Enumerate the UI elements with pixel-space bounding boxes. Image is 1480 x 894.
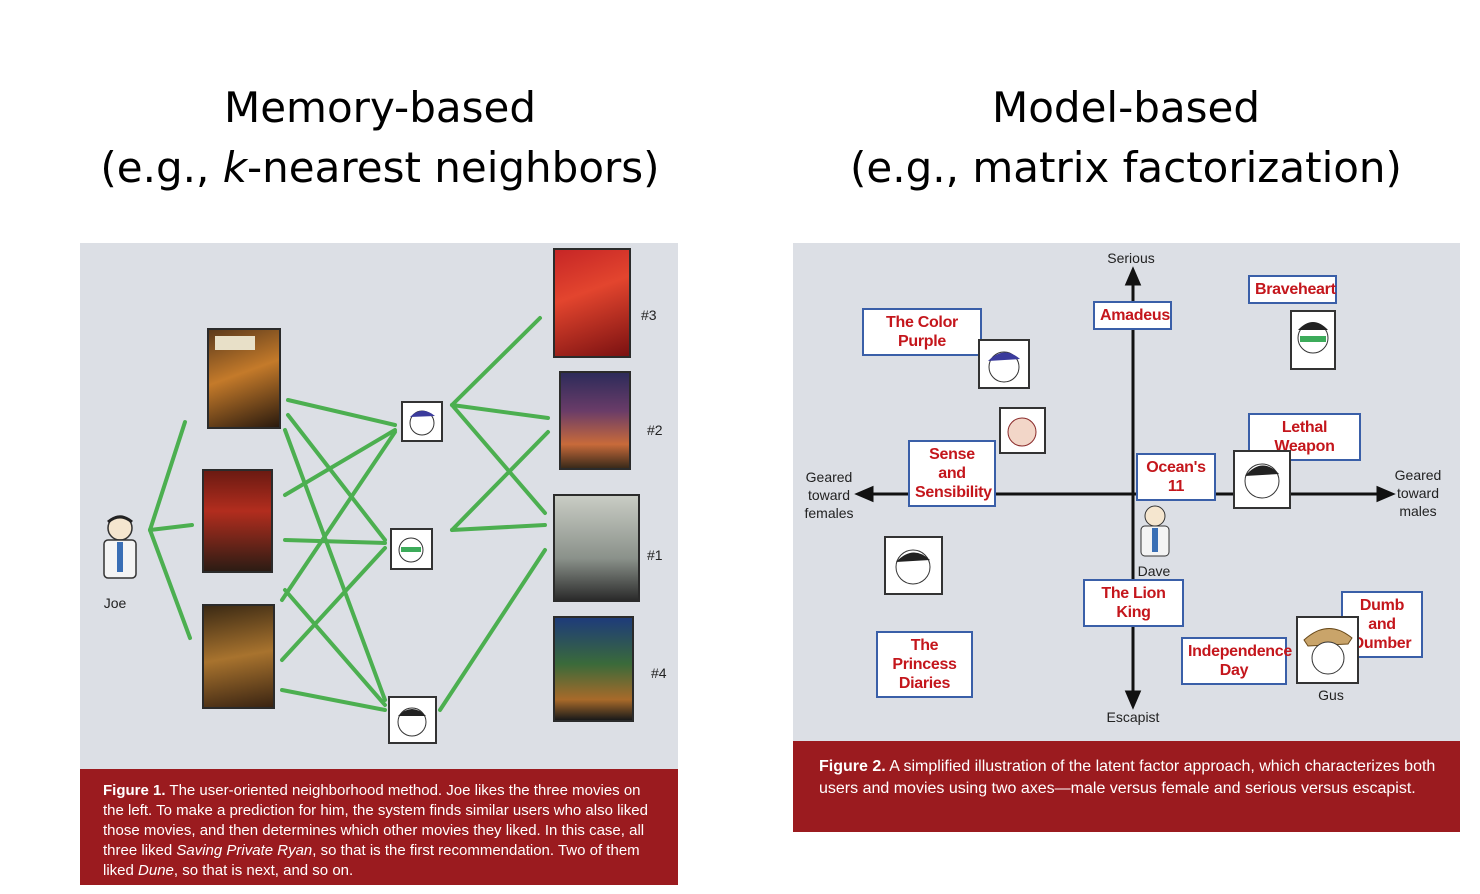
movie-braveheart: Braveheart [1248,275,1337,304]
user-face-lethal [1233,450,1291,509]
rank-label: #1 [647,547,663,563]
poster-logo [215,336,255,350]
gus-avatar [1296,616,1359,684]
axis-serious-label: Serious [1107,250,1155,266]
user-face-icon [895,549,931,585]
user-face-icon [1244,463,1280,499]
movie-oceans-11: Ocean's 11 [1136,453,1216,501]
user-face-red [999,407,1046,454]
poster-we-were-soldiers [202,469,273,573]
left-title-line1: Memory-based [223,83,536,132]
movie-color-purple: The Color Purple [862,308,982,356]
joe-label: Joe [103,595,127,611]
axis-females-label: Geared toward females [804,469,854,521]
poster-madagascar [553,616,634,722]
rank-label: #2 [647,422,663,438]
joe-figure-icon [103,515,137,579]
user-face-icon [1007,417,1037,447]
poster-dune [559,371,631,470]
right-title-line1: Model-based [991,83,1261,132]
dave-figure-icon [1140,505,1170,557]
left-title: Memory-based (e.g., k-nearest neighbors) [80,78,680,198]
user-face-2 [390,528,433,570]
poster-spider-man [553,248,631,358]
dave-avatar [1133,502,1177,558]
axis-escapist-label: Escapist [1106,709,1160,725]
movie-lion-king: The Lion King [1083,579,1184,627]
user-face-icon [409,410,435,436]
poster-star-wars [207,328,281,429]
figure-2-caption: Figure 2. A simplified illustration of t… [793,741,1460,832]
movie-amadeus: Amadeus [1093,301,1172,330]
user-face-3 [388,696,437,744]
user-face-1 [401,401,443,442]
user-face-icon [397,707,427,737]
user-face-icon [398,537,424,563]
rank-label: #4 [651,665,667,681]
dave-label: Dave [1137,563,1171,579]
movie-lethal-weapon: Lethal Weapon [1248,413,1361,461]
user-face-braveheart [1290,310,1336,370]
gus-face-icon [1303,628,1353,675]
left-title-line2: (e.g., k-nearest neighbors) [100,143,660,192]
poster-saving-private-ryan [553,494,640,602]
movie-princess-diaries: The Princess Diaries [876,631,973,698]
right-title: Model-based (e.g., matrix factorization) [826,78,1426,198]
user-face-icon [988,351,1020,383]
user-face-purple-hair [978,339,1030,389]
user-face-princess [884,536,943,595]
right-title-line2: (e.g., matrix factorization) [850,143,1402,192]
figure-1-caption: Figure 1. The user-oriented neighborhood… [80,769,678,885]
movie-independence-day: Independence Day [1181,637,1292,685]
axis-males-label: Geared toward males [1394,467,1442,519]
user-face-icon [1297,322,1329,354]
gus-label: Gus [1318,687,1344,703]
poster-black-hawk-down [202,604,275,709]
movie-sense-and-sensibility: Sense and Sensibility [908,440,996,507]
rank-label: #3 [641,307,657,323]
joe-avatar [94,512,146,582]
